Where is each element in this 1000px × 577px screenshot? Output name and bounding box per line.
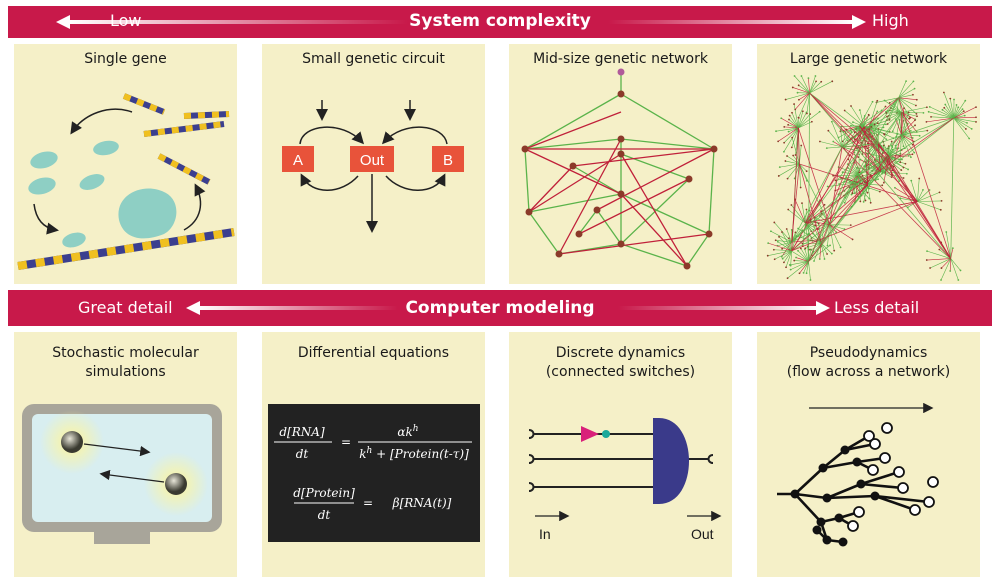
panel-title-line1: Discrete dynamics	[555, 345, 686, 361]
eq1-lhs-den: dt	[296, 447, 309, 461]
node-b	[432, 146, 464, 172]
cycle-arrows	[33, 108, 206, 235]
network-nodes	[521, 90, 718, 270]
monitor-illustration	[22, 404, 222, 544]
eq1-rhs-den: kh + [Protein(t-τ)]	[359, 446, 469, 461]
panel-discrete-dynamics: Discrete dynamics (connected switches) I…	[509, 332, 732, 577]
complexity-arrow-icon	[56, 15, 866, 29]
molecule-2	[165, 473, 187, 495]
panel-title-line2: simulations	[85, 364, 166, 380]
eq1-lhs-num: d[RNA]	[279, 425, 325, 439]
out-label: Out	[691, 526, 714, 542]
flow-tree-diagram	[777, 402, 939, 547]
high-label: High	[872, 11, 909, 30]
low-label: Low	[110, 11, 142, 30]
switch-node	[602, 430, 610, 438]
rna-fragments	[122, 93, 230, 185]
switch-circuit-diagram: In Out	[528, 418, 722, 542]
panel-stochastic-simulations: Stochastic molecular simulations	[14, 332, 237, 577]
panel-title-line1: Stochastic molecular	[52, 345, 199, 361]
eq2-rhs: β[RNA(t)]	[392, 496, 452, 510]
open-nodes	[847, 422, 939, 532]
eq2-equals: =	[363, 496, 373, 510]
large-network-diagram	[766, 75, 977, 281]
node-out	[350, 146, 394, 172]
panel-pseudodynamics: Pseudodynamics (flow across a network)	[757, 332, 980, 577]
small-circuit-diagram: A Out B	[282, 100, 464, 233]
node-a-label: A	[293, 152, 303, 169]
panel-title: Large genetic network	[789, 51, 948, 67]
less-detail-label: Less detail	[834, 298, 920, 317]
eq1-equals: =	[341, 435, 351, 449]
node-out-label: Out	[360, 152, 385, 169]
panel-differential-equations: Differential equations d[RNA] dt = αkh k…	[262, 332, 485, 577]
detail-arrow-icon	[186, 301, 830, 315]
protein-molecules	[28, 140, 177, 248]
mid-network-diagram	[521, 68, 718, 270]
system-complexity-banner: Low System complexity High	[8, 6, 992, 38]
single-gene-illustration	[17, 93, 235, 270]
eq2-lhs-num: d[Protein]	[293, 486, 355, 500]
chalkboard	[268, 404, 480, 542]
panel-large-network: Large genetic network	[757, 44, 980, 284]
dna-strand	[17, 228, 235, 270]
panel-title-line2: (connected switches)	[545, 364, 696, 380]
computer-modeling-banner: Great detail Computer modeling Less deta…	[8, 290, 992, 326]
eq1-rhs-num: αkh	[397, 424, 418, 439]
input-node	[617, 68, 625, 76]
eq2-lhs-den: dt	[318, 508, 331, 522]
great-detail-label: Great detail	[78, 298, 173, 317]
node-a	[282, 146, 314, 172]
panel-single-gene: Single gene	[14, 44, 237, 284]
circuit-arrows	[299, 100, 448, 233]
filled-nodes	[790, 445, 880, 547]
red-edges	[524, 111, 715, 267]
computer-modeling-title: Computer modeling	[405, 298, 595, 318]
panel-title: Mid-size genetic network	[533, 51, 708, 67]
in-label: In	[539, 526, 551, 542]
switch-triangle	[581, 426, 599, 442]
panel-title-line1: Pseudodynamics	[809, 345, 928, 361]
node-b-label: B	[443, 152, 453, 169]
and-gate	[653, 418, 689, 504]
equations-board: d[RNA] dt = αkh kh + [Protein(t-τ)] d[Pr…	[268, 404, 480, 542]
panel-title: Small genetic circuit	[302, 51, 445, 67]
panel-small-genetic-circuit: Small genetic circuit A Out B	[262, 44, 485, 284]
panel-title-line2: (flow across a network)	[786, 364, 951, 380]
panel-title: Single gene	[84, 51, 167, 67]
panel-mid-size-network: Mid-size genetic network	[509, 44, 732, 284]
molecule-1	[61, 431, 83, 453]
system-complexity-title: System complexity	[409, 11, 591, 31]
panel-title: Differential equations	[297, 345, 450, 361]
